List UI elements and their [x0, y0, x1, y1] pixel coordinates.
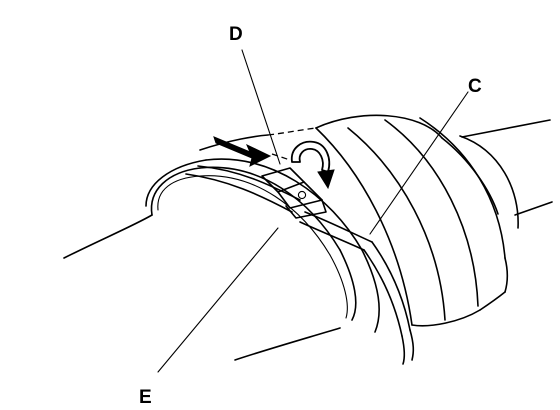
band-clip: [261, 167, 327, 219]
callout-e: E: [139, 387, 152, 408]
boot-bellows: [315, 114, 519, 327]
callout-d: D: [229, 24, 243, 45]
bend-arrow: [271, 140, 335, 190]
leader-lines: [157, 49, 469, 373]
shaft: [461, 119, 553, 216]
housing-top-outline: [199, 127, 317, 151]
boot-band: [185, 165, 415, 365]
joint-housing: [63, 158, 380, 361]
callout-c: C: [468, 76, 482, 97]
push-arrow: [213, 136, 272, 167]
